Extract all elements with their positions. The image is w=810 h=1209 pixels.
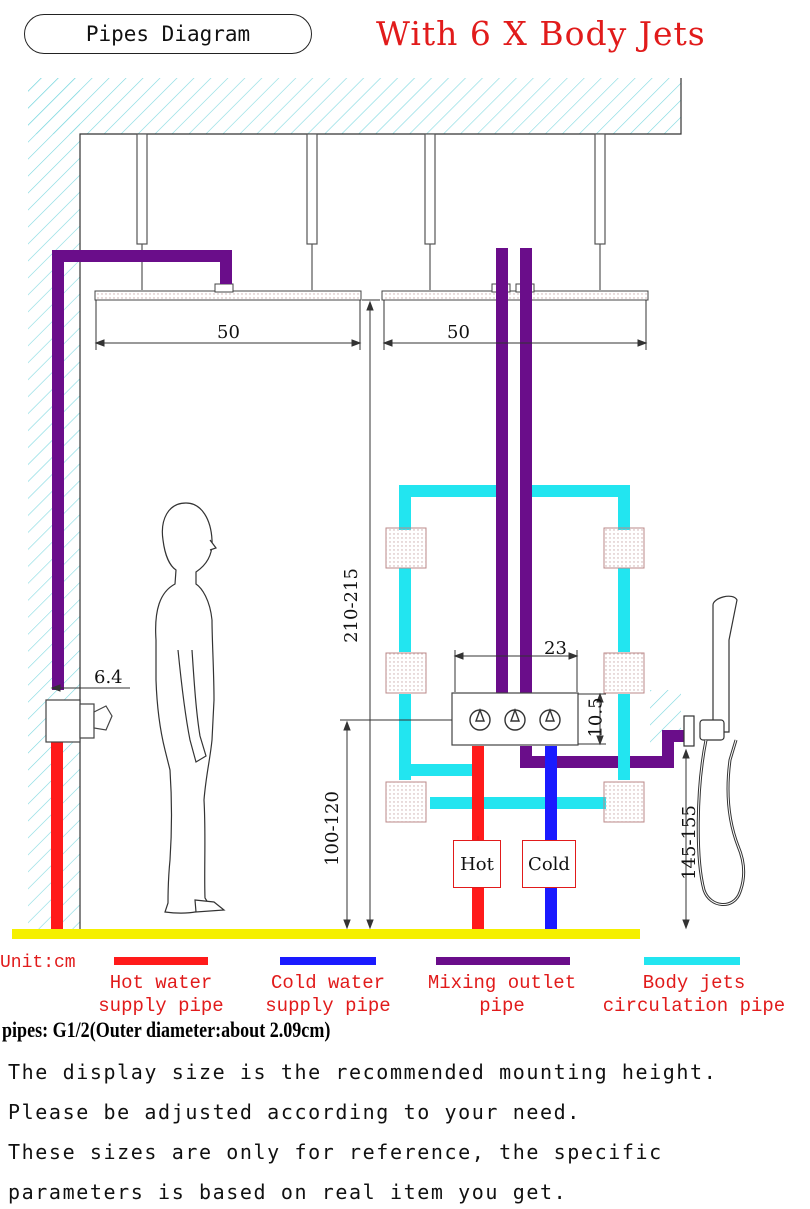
rain-shower-heads — [94, 283, 649, 301]
hot-label: Hot — [453, 840, 501, 888]
human-figure — [155, 502, 226, 914]
legend-swatch-hot — [114, 957, 208, 965]
body-jet — [385, 781, 427, 823]
wall-valve — [45, 699, 113, 743]
legend-swatch-body-jets — [644, 957, 740, 965]
body-jets — [385, 527, 645, 823]
note-line: parameters is based on real item you get… — [8, 1180, 568, 1204]
body-jet — [603, 781, 645, 823]
hand-shower — [683, 595, 746, 906]
note-line: Please be adjusted according to your nee… — [8, 1100, 581, 1124]
note-line: The display size is the recommended moun… — [8, 1060, 718, 1084]
dim-handshower-height: 145-155 — [678, 805, 700, 880]
floor — [12, 929, 640, 939]
page-title: With 6 X Body Jets — [376, 14, 706, 53]
dim-head-right: 50 — [447, 322, 470, 343]
dim-wall-offset: 6.4 — [94, 667, 123, 688]
pipes-spec: pipes: G1/2(Outer diameter:about 2.09cm) — [2, 1017, 331, 1042]
body-jet — [385, 527, 427, 569]
dim-head-height: 210-215 — [340, 568, 362, 643]
supply-pipes — [51, 740, 557, 930]
note-line: These sizes are only for reference, the … — [8, 1140, 663, 1164]
unit-label: Unit:cm — [0, 953, 76, 973]
dim-valve-depth: 10.5 — [585, 697, 607, 738]
body-jets-circulation — [399, 485, 630, 809]
pipes-diagram-label: Pipes Diagram — [24, 14, 312, 54]
legend-swatch-mixing — [436, 957, 570, 965]
dimension-lines — [50, 299, 690, 930]
body-jet — [385, 652, 427, 694]
legend-swatch-cold — [280, 957, 376, 965]
legend-swatches — [114, 957, 740, 965]
body-jet — [603, 652, 645, 694]
mixing-outlet-pipes — [52, 248, 684, 768]
dim-valve-width: 23 — [544, 638, 567, 659]
thermostatic-valve — [451, 692, 579, 746]
body-jet — [603, 527, 645, 569]
dim-head-left: 50 — [217, 322, 240, 343]
cold-label: Cold — [522, 840, 576, 888]
ceiling-rods — [136, 133, 606, 290]
dim-valve-height: 100-120 — [321, 791, 343, 866]
